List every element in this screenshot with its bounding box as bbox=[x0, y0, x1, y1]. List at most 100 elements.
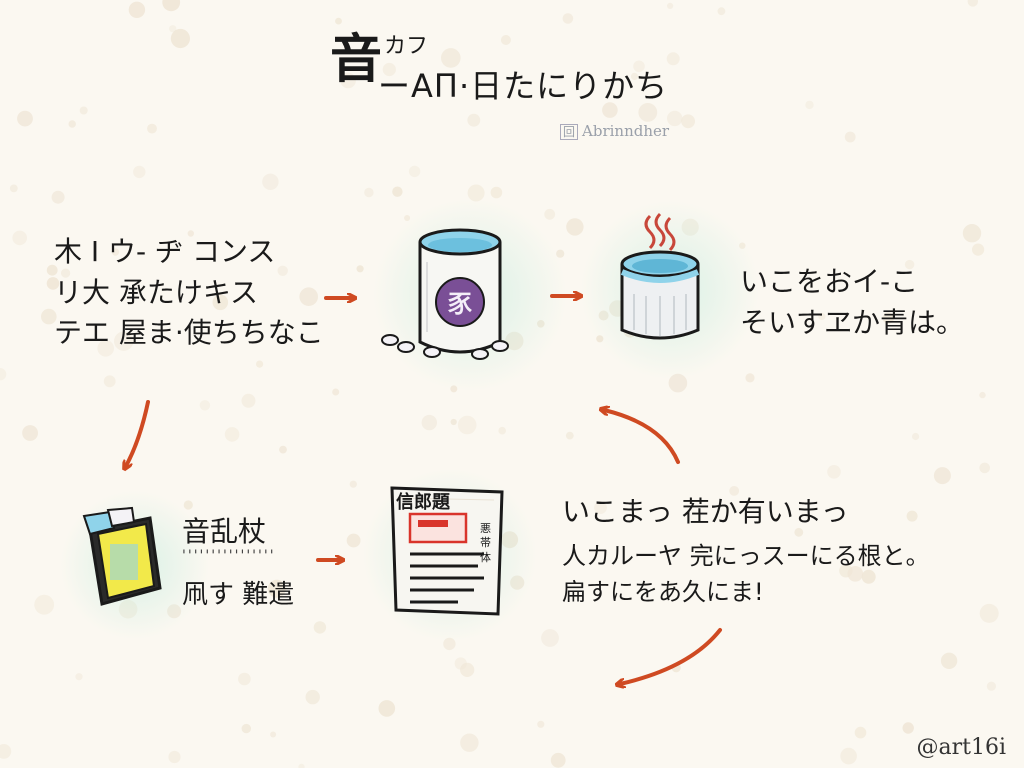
step6-line: 人カルーヤ 完にっスーにる根と。 bbox=[562, 542, 930, 570]
background-dot bbox=[933, 467, 951, 485]
background-dot bbox=[847, 566, 864, 582]
background-dot bbox=[277, 265, 288, 276]
background-dot bbox=[270, 731, 277, 738]
background-dot bbox=[41, 308, 57, 325]
background-dot bbox=[61, 268, 71, 278]
background-dot bbox=[378, 700, 396, 717]
subtitle-mark-icon: 回 bbox=[560, 124, 579, 140]
background-dot bbox=[904, 259, 915, 270]
background-dot bbox=[133, 165, 146, 179]
background-dot bbox=[212, 294, 229, 311]
background-dot bbox=[602, 102, 618, 118]
background-dot bbox=[667, 2, 674, 9]
background-dot bbox=[46, 277, 60, 290]
background-dot bbox=[986, 681, 997, 691]
background-dot bbox=[22, 425, 38, 441]
background-dot bbox=[241, 723, 251, 734]
background-dot bbox=[490, 186, 503, 199]
background-dot bbox=[279, 445, 287, 454]
background-dot bbox=[147, 123, 157, 134]
background-dot bbox=[162, 0, 181, 12]
background-dot bbox=[128, 1, 146, 18]
background-dot bbox=[46, 264, 58, 276]
background-dot bbox=[364, 187, 374, 198]
step1-text: 木 I ウ- ヂ コンス リ大 承たけキス テエ 屋ま·使ちちなこ bbox=[54, 232, 324, 354]
arrow-step6-to-bottom bbox=[620, 628, 722, 684]
background-dot bbox=[906, 510, 918, 522]
background-dot bbox=[17, 110, 33, 127]
background-dot bbox=[170, 28, 190, 49]
step4-heading: 音乱杖 bbox=[182, 515, 267, 548]
background-dot bbox=[854, 726, 867, 739]
background-dot bbox=[256, 360, 264, 368]
background-dot bbox=[827, 465, 841, 479]
background-dot bbox=[9, 184, 18, 193]
step6-text: 人カルーヤ 完にっスーにる根と。 扁すにをあ久にま! bbox=[562, 538, 930, 610]
background-dot bbox=[550, 752, 566, 768]
background-dot bbox=[0, 744, 12, 759]
background-dot bbox=[861, 569, 876, 584]
background-dot bbox=[544, 208, 556, 220]
title-main-text: ーAΠ·日たにりかち bbox=[378, 67, 669, 105]
background-dot bbox=[79, 106, 88, 115]
background-dot bbox=[729, 486, 740, 496]
background-dot bbox=[972, 243, 985, 256]
background-dot bbox=[392, 186, 403, 197]
background-dot bbox=[460, 662, 475, 678]
background-dot bbox=[441, 48, 461, 68]
background-dot bbox=[566, 218, 584, 236]
background-dot bbox=[169, 25, 177, 33]
watermark: @art16i bbox=[916, 735, 1006, 760]
background-dot bbox=[238, 672, 251, 686]
background-dot bbox=[967, 0, 978, 7]
background-dot bbox=[168, 750, 181, 764]
background-dot bbox=[68, 120, 76, 128]
background-dot bbox=[457, 415, 477, 435]
background-dot bbox=[0, 368, 7, 381]
background-dot bbox=[299, 287, 319, 307]
document-side-text: 悪 帯 体 bbox=[480, 522, 491, 564]
step3-text: いこをおイ-こ そいすヱか青は。 bbox=[740, 262, 964, 343]
background-dot bbox=[335, 17, 342, 25]
document-header: 信郎題 bbox=[396, 492, 450, 513]
background-dot bbox=[12, 230, 27, 246]
arrow-step6-to-step3 bbox=[604, 410, 680, 464]
subtitle-text: Abrinndher bbox=[582, 122, 670, 140]
background-dot bbox=[298, 763, 305, 768]
background-dot bbox=[940, 652, 958, 669]
background-dot bbox=[340, 72, 356, 89]
step4-line: 凧す 難遣 bbox=[182, 580, 295, 610]
container-label: 豕 bbox=[448, 290, 472, 318]
background-dot bbox=[224, 427, 240, 442]
background-dot bbox=[34, 594, 55, 615]
background-dot bbox=[844, 131, 856, 143]
step1-line: 木 I ウ- ヂ コンス bbox=[54, 235, 276, 268]
background-dot bbox=[346, 533, 361, 548]
background-dot bbox=[467, 184, 485, 202]
background-dot bbox=[882, 312, 894, 324]
background-dot bbox=[111, 248, 120, 256]
background-dot bbox=[187, 230, 194, 237]
background-dot bbox=[356, 265, 364, 273]
document-illustration bbox=[390, 486, 504, 616]
background-dot bbox=[75, 673, 83, 681]
background-dot bbox=[794, 527, 804, 537]
background-dot bbox=[840, 747, 857, 765]
step6-heading: いこまっ 茬か有いまっ bbox=[562, 495, 849, 528]
background-dot bbox=[349, 480, 357, 488]
background-dot bbox=[183, 500, 193, 510]
background-dot bbox=[681, 114, 695, 129]
background-dot bbox=[332, 388, 340, 396]
background-dot bbox=[562, 13, 574, 24]
background-dot bbox=[199, 400, 211, 411]
step3-line: いこをおイ-こ bbox=[740, 265, 919, 298]
background-dot bbox=[537, 720, 545, 728]
background-dot bbox=[638, 103, 658, 122]
book-illustration bbox=[82, 506, 162, 606]
background-dot bbox=[912, 432, 920, 441]
background-dot bbox=[805, 100, 814, 110]
background-dot bbox=[267, 579, 286, 598]
background-dot bbox=[382, 62, 396, 77]
